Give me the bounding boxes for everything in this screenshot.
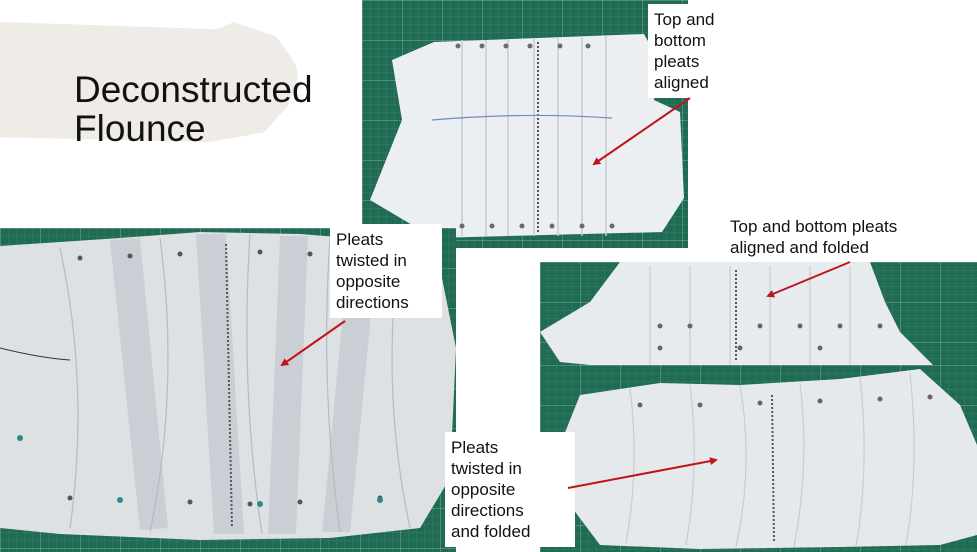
photo-pleats-twisted [0, 228, 456, 552]
slide-title: Deconstructed Flounce [74, 70, 313, 148]
annotation-pleats-aligned: Top and bottom pleats aligned [648, 4, 740, 98]
annotation-pleats-aligned-folded: Top and bottom pleats aligned and folded [726, 214, 962, 260]
annotation-pleats-twisted: Pleats twisted in opposite directions [330, 224, 442, 318]
title-brush-stroke [0, 22, 300, 142]
annotation-pleats-twisted-folded: Pleats twisted in opposite directions an… [445, 432, 575, 547]
title-line-1: Deconstructed [74, 69, 313, 110]
photo-pleats-aligned-art [370, 34, 684, 238]
photo-pleats-twisted-folded-art [560, 369, 977, 549]
photo-pleats-twisted-folded [540, 365, 977, 552]
title-line-2: Flounce [74, 108, 206, 149]
photo-pleats-aligned [362, 0, 688, 248]
